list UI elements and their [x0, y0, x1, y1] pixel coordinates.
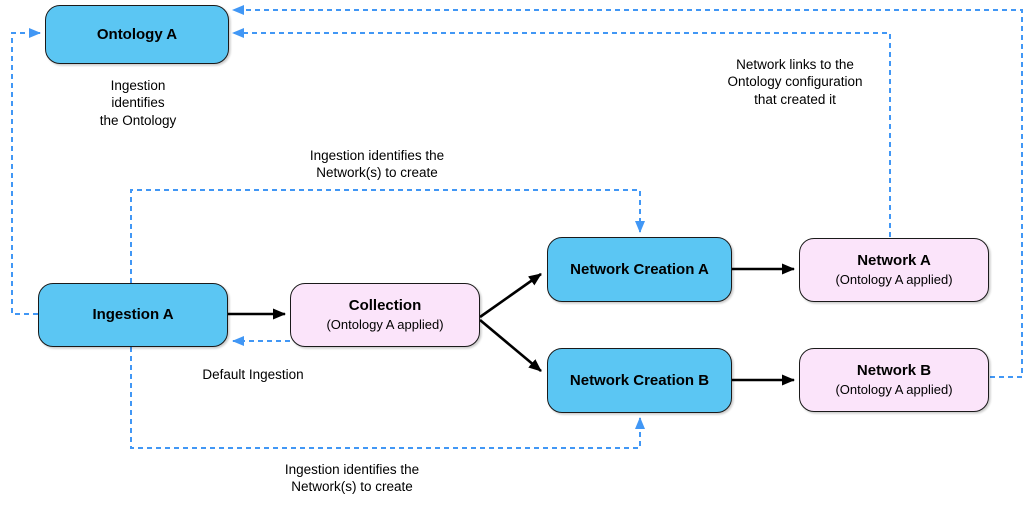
node-network-b: Network B (Ontology A applied) — [799, 348, 989, 412]
node-network-creation-a: Network Creation A — [547, 237, 732, 302]
node-ingestion-a-label: Ingestion A — [92, 306, 174, 323]
annotation-ingestion-identifies-ontology: Ingestion identifies the Ontology — [99, 78, 177, 128]
edge-network-a-links-ontology — [232, 28, 891, 237]
annotation-ingestion-identifies-networks-bottom: Ingestion identifies the Network(s) to c… — [284, 462, 420, 495]
edge-collection-to-network-creation-a — [479, 272, 542, 319]
annotation-default-ingestion: Default Ingestion — [202, 367, 304, 382]
edge-network-b-links-ontology — [232, 4, 1023, 378]
annotation-network-links-ontology: Network links to the Ontology configurat… — [727, 57, 863, 107]
node-network-creation-b-label: Network Creation B — [569, 371, 710, 389]
node-network-a: Network A (Ontology A applied) — [799, 238, 989, 302]
node-network-creation-a-label: Network Creation A — [570, 260, 709, 278]
node-ontology-a-label: Ontology A — [96, 25, 178, 43]
edge-collection-to-network-creation-b — [479, 319, 542, 372]
node-network-creation-b: Network Creation B — [547, 348, 732, 413]
node-network-b-sublabel: (Ontology A applied) — [835, 382, 953, 398]
edge-ingestion-identifies-networks-top — [130, 189, 645, 283]
node-ingestion-a: Ingestion A — [38, 283, 228, 347]
edge-ingestion-identifies-ontology — [11, 28, 41, 315]
annotation-ingestion-identifies-networks-top: Ingestion identifies the Network(s) to c… — [309, 148, 445, 181]
node-collection-sublabel: (Ontology A applied) — [326, 317, 444, 333]
node-collection-label: Collection — [348, 297, 422, 315]
node-collection: Collection (Ontology A applied) — [290, 283, 480, 347]
node-network-a-sublabel: (Ontology A applied) — [835, 272, 953, 288]
edge-ingestion-identifies-networks-bottom — [130, 347, 645, 449]
node-ontology-a: Ontology A — [45, 5, 229, 64]
node-network-b-label: Network B — [856, 362, 932, 380]
node-network-a-label: Network A — [857, 252, 931, 270]
